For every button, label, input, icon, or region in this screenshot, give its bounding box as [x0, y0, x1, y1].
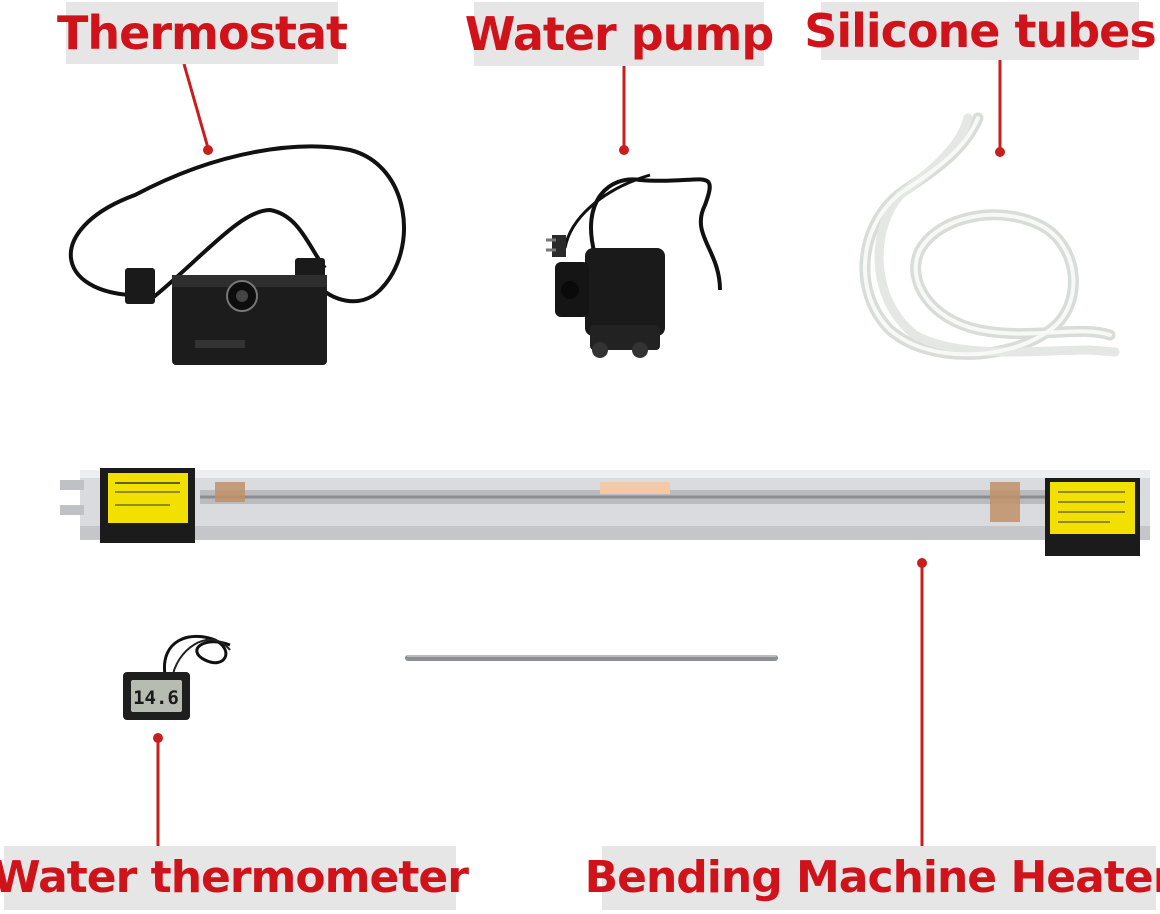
bending-machine-heater-label: Bending Machine Heater — [585, 846, 1160, 910]
water-thermometer-device: 14.6 — [123, 634, 231, 720]
metal-rod — [405, 655, 778, 661]
thermostat-label: Thermostat — [57, 2, 348, 64]
water-pump-label: Water pump — [465, 2, 774, 66]
thermometer-readout: 14.6 — [133, 687, 179, 709]
bending-machine-heater-device — [60, 468, 1150, 556]
water-thermometer-label: Water thermometer — [0, 846, 469, 910]
thermostat-pointer — [182, 63, 213, 155]
silicone-tubes-label: Silicone tubes — [804, 2, 1157, 60]
silicone-tubes-device — [859, 112, 1120, 360]
water-thermometer-pointer — [153, 733, 163, 848]
water-pump-pointer — [619, 66, 629, 155]
thermostat-device — [68, 144, 406, 365]
silicone-tubes-pointer — [995, 60, 1005, 157]
water-pump-device — [546, 173, 722, 358]
bending-machine-heater-pointer — [917, 558, 927, 848]
